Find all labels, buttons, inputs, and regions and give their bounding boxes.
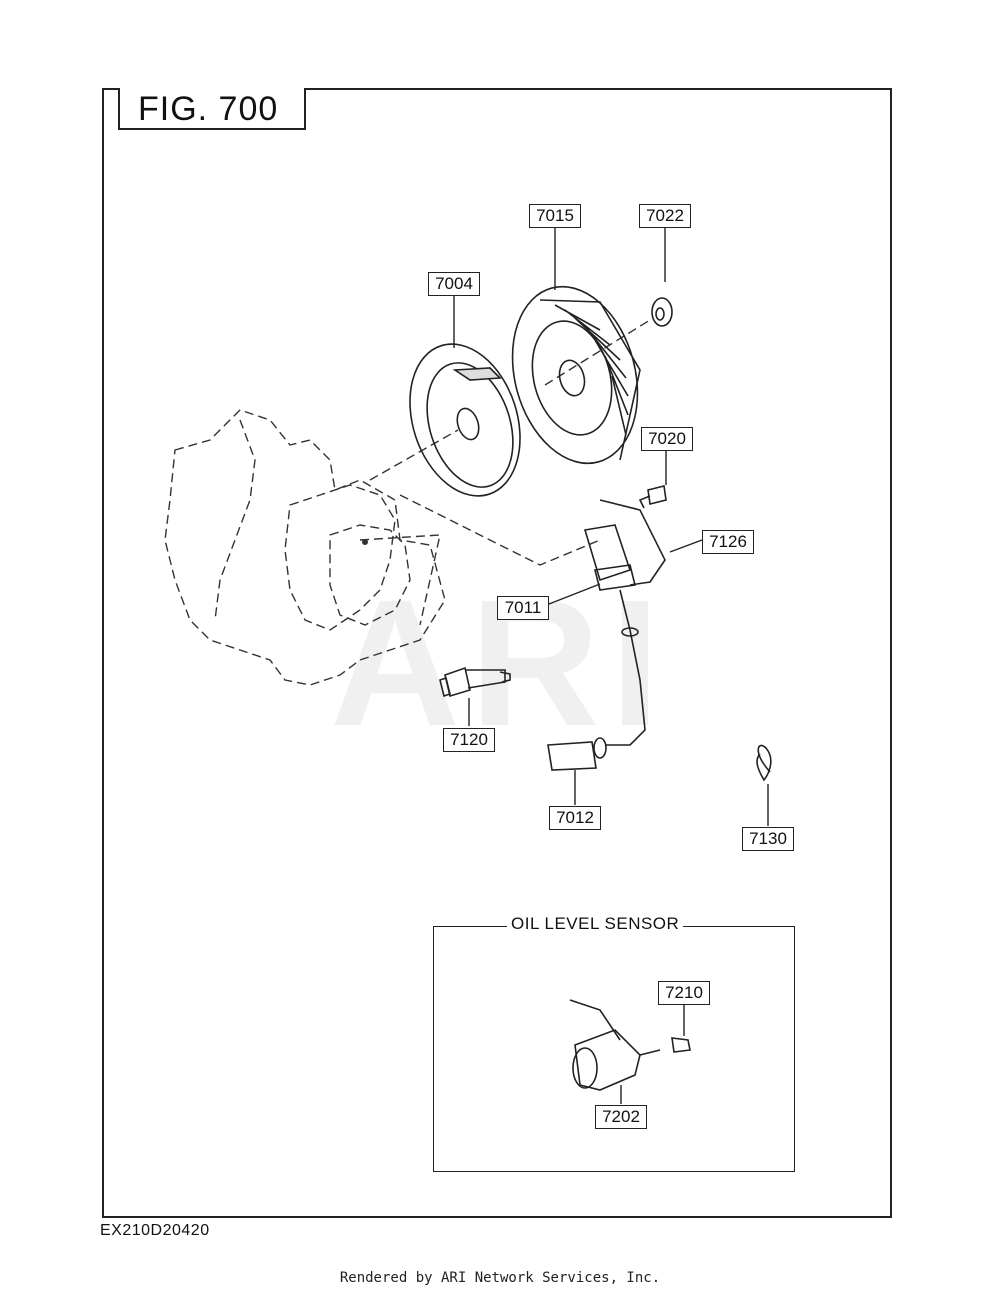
callout-7022[interactable]: 7022 [639, 204, 691, 228]
ignition-coil [547, 499, 666, 771]
ari-watermark: ARI [330, 563, 670, 764]
figure-title: FIG. 700 [118, 88, 306, 130]
callout-7210[interactable]: 7210 [658, 981, 710, 1005]
oil-sensor-box [433, 926, 795, 1172]
flywheel [511, 285, 641, 465]
figure-frame [102, 88, 892, 1218]
starter-pulley [409, 343, 521, 497]
callout-7020[interactable]: 7020 [641, 427, 693, 451]
bolt [638, 485, 667, 509]
footer-credit: Rendered by ARI Network Services, Inc. [339, 1270, 661, 1286]
leader-lines [453, 225, 769, 1104]
nut [651, 297, 673, 327]
oil-sensor-title: OIL LEVEL SENSOR [507, 914, 684, 934]
engine-outline [164, 319, 651, 686]
callout-7202[interactable]: 7202 [595, 1105, 647, 1129]
oil-sensor [569, 999, 691, 1091]
callout-7011[interactable]: 7011 [497, 596, 549, 620]
callout-7012[interactable]: 7012 [549, 806, 601, 830]
callout-7015[interactable]: 7015 [529, 204, 581, 228]
document-code: EX210D20420 [100, 1222, 210, 1239]
wire-clip [756, 744, 772, 782]
spark-plug [439, 666, 511, 698]
callout-7004[interactable]: 7004 [428, 272, 480, 296]
callout-7120[interactable]: 7120 [443, 728, 495, 752]
callout-7126[interactable]: 7126 [702, 530, 754, 554]
callout-7130[interactable]: 7130 [742, 827, 794, 851]
